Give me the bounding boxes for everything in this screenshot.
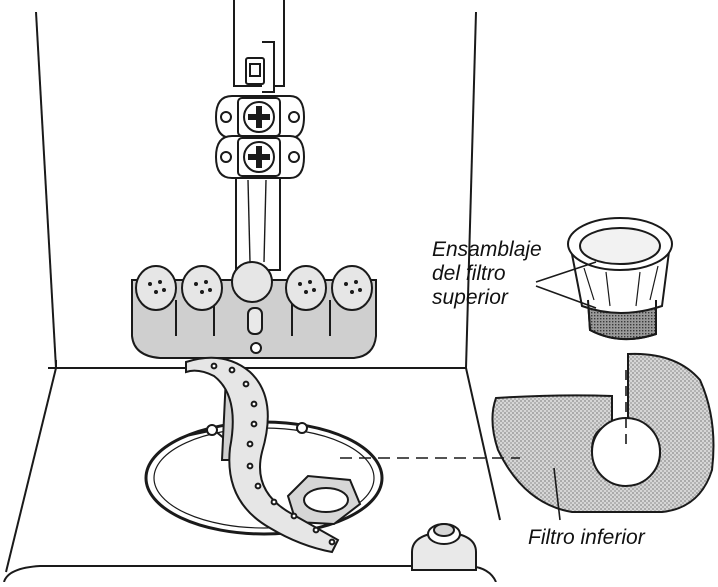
upper-filter-label: Ensamblaje del filtro superior [432, 238, 542, 310]
upper-filter-label-line3: superior [432, 286, 508, 309]
upper-filter-assembly [567, 217, 673, 341]
spray-manifold [131, 261, 377, 359]
leader-lines [340, 261, 597, 521]
lower-spray-arm [185, 356, 340, 554]
bottom-knob [411, 523, 477, 571]
lower-filter-label: Filtro inferior [528, 526, 645, 549]
dishwasher-tub [3, 11, 501, 583]
upper-filter-label-line2: del filtro [432, 262, 506, 285]
tube-connectors [214, 95, 306, 179]
lower-filter [491, 352, 715, 513]
upper-filter-label-line1: Ensamblaje [432, 238, 542, 261]
spray-arm-tube [233, 0, 285, 271]
